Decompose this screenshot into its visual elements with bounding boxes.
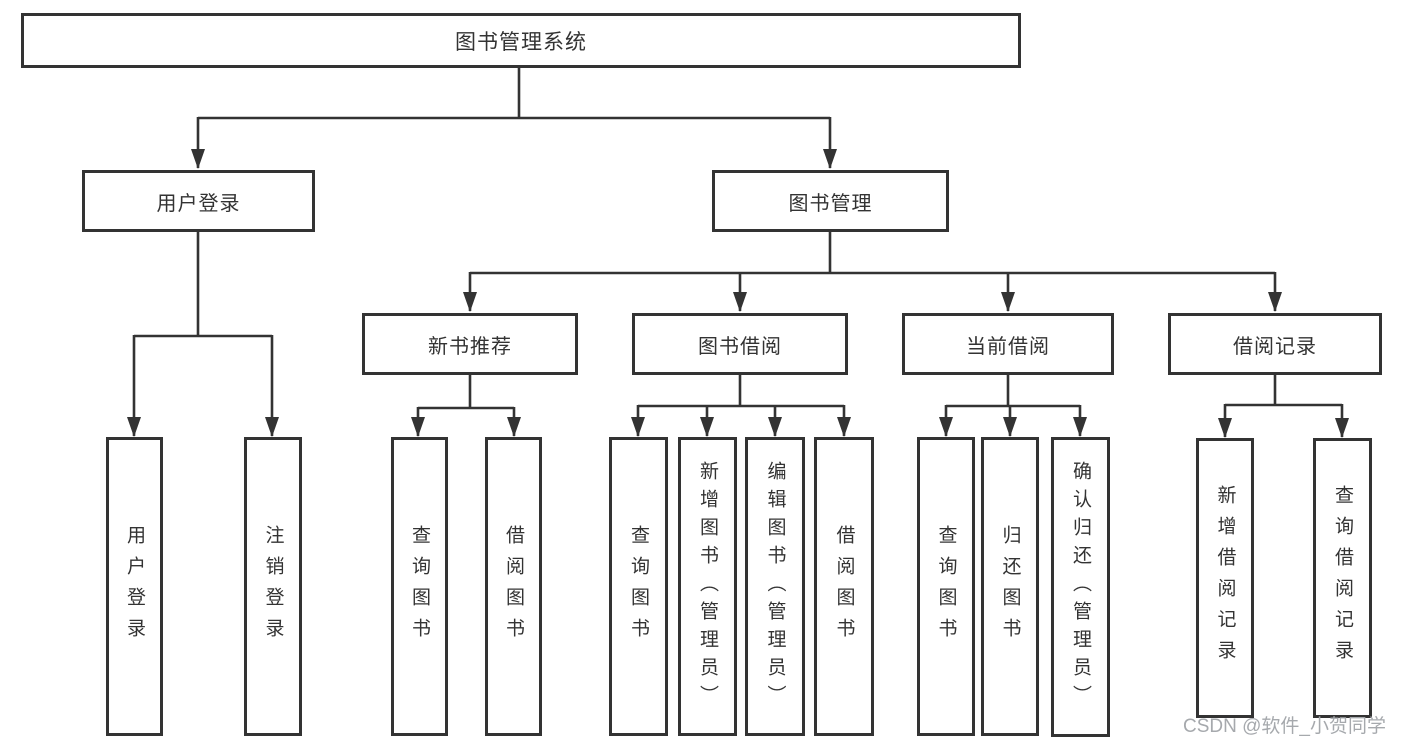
connector-book-borrow-split (631, 375, 851, 437)
node-user-login: 用户登录 (82, 170, 315, 232)
node-label: 编辑图书（管理员） (764, 460, 786, 713)
node-label: 当前借阅 (966, 335, 1050, 358)
node-label: 归还图书 (999, 524, 1021, 649)
node-borrow-records: 借阅记录 (1168, 313, 1382, 375)
node-root-system: 图书管理系统 (21, 13, 1021, 68)
node-label: 新增图书（管理员） (697, 460, 718, 713)
node-new-books: 新书推荐 (362, 313, 578, 375)
leaf-current-confirm-admin: 确认归还（管理员） (1051, 437, 1110, 737)
leaf-borrow-borrow: 借阅图书 (814, 437, 874, 736)
node-label: 用户登录 (124, 524, 145, 649)
node-current-borrow: 当前借阅 (902, 313, 1114, 375)
connector-book-mgmt-split (463, 231, 1282, 312)
node-label: 借阅记录 (1233, 335, 1317, 358)
node-label: 新增借阅记录 (1214, 485, 1236, 671)
node-label: 查询借阅记录 (1332, 485, 1353, 671)
node-label: 查询图书 (409, 524, 430, 649)
connector-user-login-split (127, 231, 279, 437)
leaf-records-query: 查询借阅记录 (1313, 438, 1372, 718)
connector-borrow-records-split (1218, 375, 1349, 438)
connector-root-split (191, 66, 837, 169)
connector-new-books-split (411, 375, 521, 437)
leaf-logout: 注销登录 (244, 437, 302, 736)
node-label: 新书推荐 (428, 335, 512, 358)
leaf-borrow-edit-admin: 编辑图书（管理员） (745, 437, 805, 736)
node-label: 图书管理系统 (455, 30, 587, 54)
node-label: 查询图书 (935, 524, 957, 649)
node-label: 借阅图书 (503, 524, 524, 649)
node-label: 注销登录 (262, 524, 284, 649)
leaf-current-return: 归还图书 (981, 437, 1039, 736)
node-label: 查询图书 (628, 524, 649, 649)
node-label: 用户登录 (156, 192, 241, 215)
leaf-borrow-query: 查询图书 (609, 437, 668, 736)
node-label: 借阅图书 (833, 524, 855, 649)
leaf-user-login: 用户登录 (106, 437, 163, 736)
leaf-newbooks-query: 查询图书 (391, 437, 448, 736)
node-book-borrow: 图书借阅 (632, 313, 848, 375)
leaf-records-add: 新增借阅记录 (1196, 438, 1254, 718)
node-book-mgmt: 图书管理 (712, 170, 949, 232)
node-label: 确认归还（管理员） (1070, 461, 1091, 713)
node-label: 图书管理 (788, 192, 873, 215)
leaf-current-query: 查询图书 (917, 437, 975, 736)
node-label: 图书借阅 (698, 335, 782, 358)
leaf-borrow-add-admin: 新增图书（管理员） (678, 437, 737, 736)
leaf-newbooks-borrow: 借阅图书 (485, 437, 542, 736)
connector-current-borrow-split (939, 375, 1087, 437)
csdn-watermark: CSDN @软件_小贺同学 (1183, 716, 1386, 737)
